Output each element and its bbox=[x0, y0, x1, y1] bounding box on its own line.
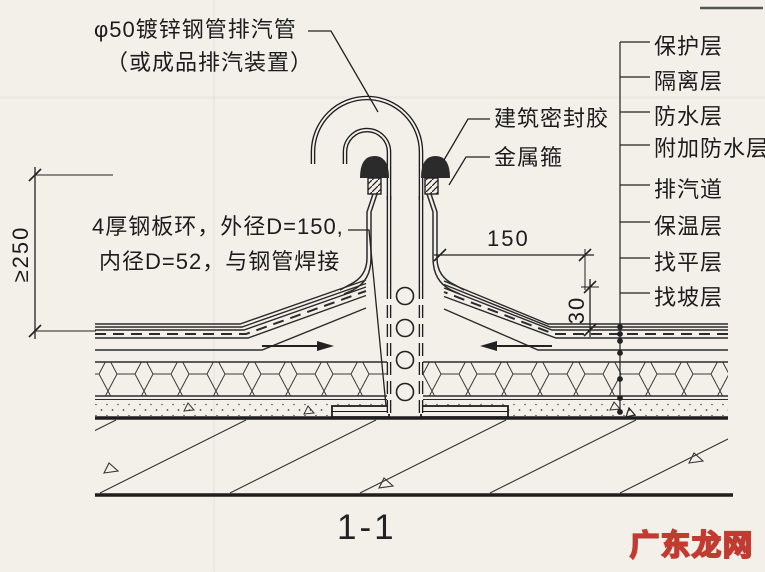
layer-label-waterproof: 防水层 bbox=[654, 104, 724, 129]
plate-leader bbox=[348, 229, 387, 407]
membrane-flashing bbox=[339, 193, 465, 295]
layer-label-protection: 保护层 bbox=[654, 34, 724, 59]
layer-label-extra-waterproof: 附加防水层 bbox=[654, 136, 765, 161]
vent-pipe bbox=[310, 95, 424, 414]
vent-pipe-annotation-line2: （或成品排汽装置） bbox=[106, 50, 314, 75]
dim-text-150: 150 bbox=[487, 226, 530, 251]
vent-flow-arrows bbox=[262, 341, 552, 351]
sealant-leader bbox=[443, 118, 490, 161]
hoop-leader bbox=[448, 156, 490, 186]
steel-plate-annotation-line2: 内径D=52，与钢管焊接 bbox=[99, 249, 341, 274]
vent-pipe-annotation-line1: φ50镀锌钢管排汽管 bbox=[94, 17, 297, 42]
screed-speckle bbox=[95, 401, 728, 416]
leader-lines bbox=[308, 30, 490, 407]
steel-plate-annotation-line1: 4厚钢板环，外径D=150, bbox=[92, 214, 344, 239]
dimension-150 bbox=[433, 248, 594, 290]
metal-hoop-annotation: 金属箍 bbox=[494, 145, 564, 170]
dimension-min-height bbox=[28, 167, 113, 339]
layer-label-leveling: 找平层 bbox=[654, 250, 724, 275]
pipe-perforation-holes bbox=[395, 286, 415, 402]
dim-text-min-height: ≥250 bbox=[8, 225, 33, 283]
layer-label-slope: 找坡层 bbox=[654, 285, 724, 310]
layer-label-isolation: 隔离层 bbox=[654, 69, 724, 94]
layer-label-vent-channel: 排汽道 bbox=[654, 177, 724, 202]
layer-label-ladder bbox=[617, 41, 650, 418]
dim-text-30: 30 bbox=[564, 295, 589, 325]
structural-slab bbox=[95, 416, 733, 497]
dimension-30 bbox=[581, 279, 599, 337]
layer-label-insulation: 保温层 bbox=[654, 214, 724, 239]
section-title: 1-1 bbox=[337, 508, 397, 547]
metal-hoops bbox=[367, 177, 439, 195]
sealant-beads bbox=[360, 156, 450, 178]
pipe-leader bbox=[308, 30, 379, 113]
insulation-honeycomb bbox=[95, 362, 728, 396]
sealant-annotation: 建筑密封胶 bbox=[494, 106, 610, 131]
watermark: 广东龙网 bbox=[629, 529, 755, 563]
